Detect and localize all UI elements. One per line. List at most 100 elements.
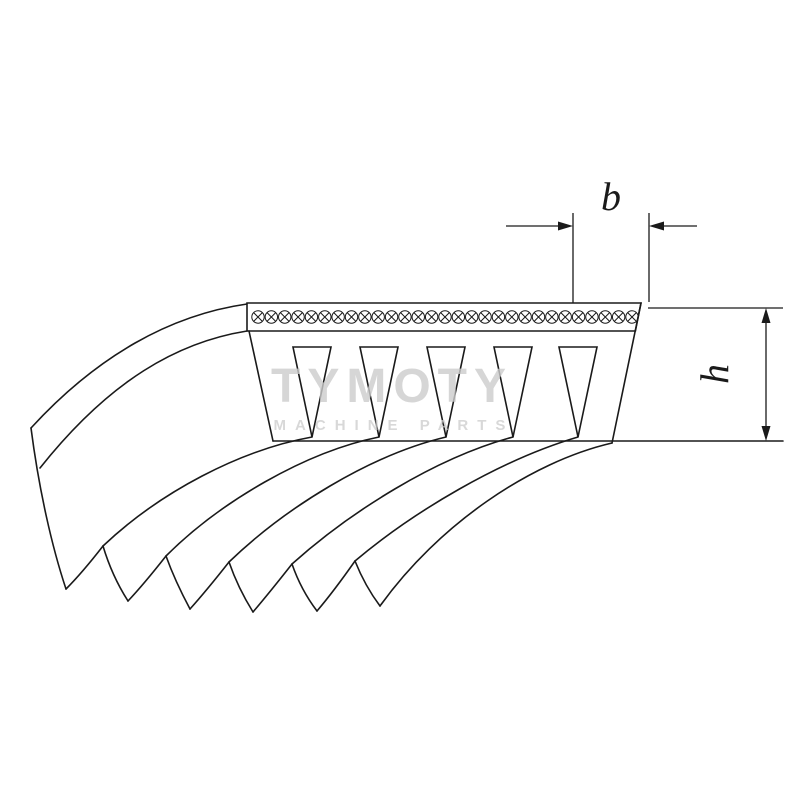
groove-sweep-line xyxy=(291,436,514,565)
rib-notch xyxy=(316,560,356,612)
rib-grooves xyxy=(292,346,598,438)
rib-notch xyxy=(127,555,167,602)
cord-cross-circle-icon xyxy=(600,312,610,322)
b-arrowhead-right-icon xyxy=(558,221,573,231)
groove-triangle xyxy=(359,346,399,438)
cord-cross-circle-icon xyxy=(520,312,530,322)
b-arrowhead-left-icon xyxy=(649,221,664,231)
cord-cross-circle-icon xyxy=(533,312,544,322)
face-right-edge xyxy=(611,302,642,444)
cord-cross-circle-icon xyxy=(571,310,586,324)
cord-cross-circle-icon xyxy=(611,310,626,324)
rib-notch xyxy=(65,545,104,590)
groove-sweep-line xyxy=(165,436,380,557)
cord-cross-circle-icon xyxy=(306,312,316,322)
watermark-title: TYMOTY xyxy=(271,360,513,413)
cord-cross-circle-icon xyxy=(505,310,519,324)
cord-cross-circle-icon xyxy=(480,312,490,322)
cord-cross-circle-icon xyxy=(627,312,637,322)
cord-cross-circle-icon xyxy=(424,310,439,324)
rib-notch xyxy=(102,545,129,602)
h-arrowhead-up-icon xyxy=(761,308,771,323)
cord-cross-circle-icon xyxy=(384,310,399,324)
cord-cross-circle-icon xyxy=(411,310,425,324)
cord-cross-circle-icon xyxy=(387,312,397,322)
rib-notch xyxy=(228,561,254,613)
cord-cross-circle-icon xyxy=(291,310,305,324)
dimension-h-label: h xyxy=(692,364,737,384)
groove-triangle xyxy=(426,346,466,438)
sweep-outer-top-edge xyxy=(30,303,248,429)
cord-cross-circle-icon xyxy=(333,312,343,322)
cord-cross-circle-icon xyxy=(547,312,557,322)
dimension-b: b xyxy=(506,174,697,303)
cord-cross-circle-icon xyxy=(493,312,503,322)
rib-notch xyxy=(165,555,191,610)
groove-sweep-line xyxy=(354,436,579,562)
groove-sweep-line xyxy=(102,436,313,547)
cord-cross-circle-icon xyxy=(531,310,546,324)
cord-cross-circle-icon xyxy=(453,312,463,322)
cord-cross-circle-icon xyxy=(518,310,532,324)
cord-cross-circle-icon xyxy=(344,310,359,324)
rib-notch xyxy=(354,560,381,607)
h-arrowhead-down-icon xyxy=(761,426,771,441)
cord-cross-circle-icon xyxy=(264,310,279,324)
rib-notch xyxy=(252,563,293,613)
cord-cross-circle-icon xyxy=(438,310,452,324)
cord-cross-circle-icon xyxy=(371,310,385,324)
cord-cross-circle-icon xyxy=(320,312,330,322)
cord-cross-circle-icon xyxy=(251,310,265,324)
dimension-h: h xyxy=(648,307,783,441)
cord-cross-circle-icon xyxy=(318,310,332,324)
cord-cross-circle-icon xyxy=(280,312,290,322)
cord-symbols-row xyxy=(251,310,639,324)
belt-cross-section xyxy=(246,302,784,444)
groove-sweep-line xyxy=(379,442,613,607)
cord-cross-circle-icon xyxy=(278,310,292,324)
sweep-outer-left-edge xyxy=(30,427,67,590)
cord-cross-circle-icon xyxy=(614,312,624,322)
cord-cross-circle-icon xyxy=(266,312,276,322)
cord-cross-circle-icon xyxy=(398,310,412,324)
cord-cross-circle-icon xyxy=(360,312,370,322)
cord-cross-circle-icon xyxy=(465,310,479,324)
face-left-edge xyxy=(248,330,274,442)
cord-cross-circle-icon xyxy=(598,310,612,324)
watermark-subtitle: MACHINE PARTS xyxy=(274,417,515,434)
cord-cross-circle-icon xyxy=(427,312,437,322)
cord-cross-circle-icon xyxy=(373,312,383,322)
groove-sweep-line xyxy=(228,436,447,563)
rib-notch xyxy=(291,563,318,612)
groove-triangle xyxy=(493,346,533,438)
sweep-band-underside xyxy=(39,330,248,469)
cord-cross-circle-icon xyxy=(545,310,559,324)
cord-cross-circle-icon xyxy=(478,310,492,324)
cord-cross-circle-icon xyxy=(358,310,372,324)
cord-cross-circle-icon xyxy=(560,312,570,322)
cord-cross-circle-icon xyxy=(585,310,599,324)
cord-cross-circle-icon xyxy=(253,312,263,322)
groove-triangle xyxy=(558,346,598,438)
watermark: TYMOTY MACHINE PARTS xyxy=(271,360,515,434)
cord-cross-circle-icon xyxy=(346,312,357,322)
rib-notch xyxy=(189,561,230,610)
cord-cross-circle-icon xyxy=(558,310,572,324)
cord-cross-circle-icon xyxy=(293,312,303,322)
cord-band xyxy=(246,302,642,332)
belt-sweep xyxy=(30,303,613,613)
cord-cross-circle-icon xyxy=(574,312,584,322)
cord-cross-circle-icon xyxy=(304,310,319,324)
cord-cross-circle-icon xyxy=(451,310,466,324)
groove-triangle xyxy=(292,346,332,438)
cord-cross-circle-icon xyxy=(587,312,597,322)
cord-cross-circle-icon xyxy=(440,312,450,322)
cord-cross-circle-icon xyxy=(331,310,345,324)
cord-cross-circle-icon xyxy=(400,312,410,322)
cord-cross-circle-icon xyxy=(491,310,506,324)
cord-cross-circle-icon xyxy=(507,312,517,322)
cord-cross-circle-icon xyxy=(413,312,423,322)
cord-cross-circle-icon xyxy=(467,312,477,322)
